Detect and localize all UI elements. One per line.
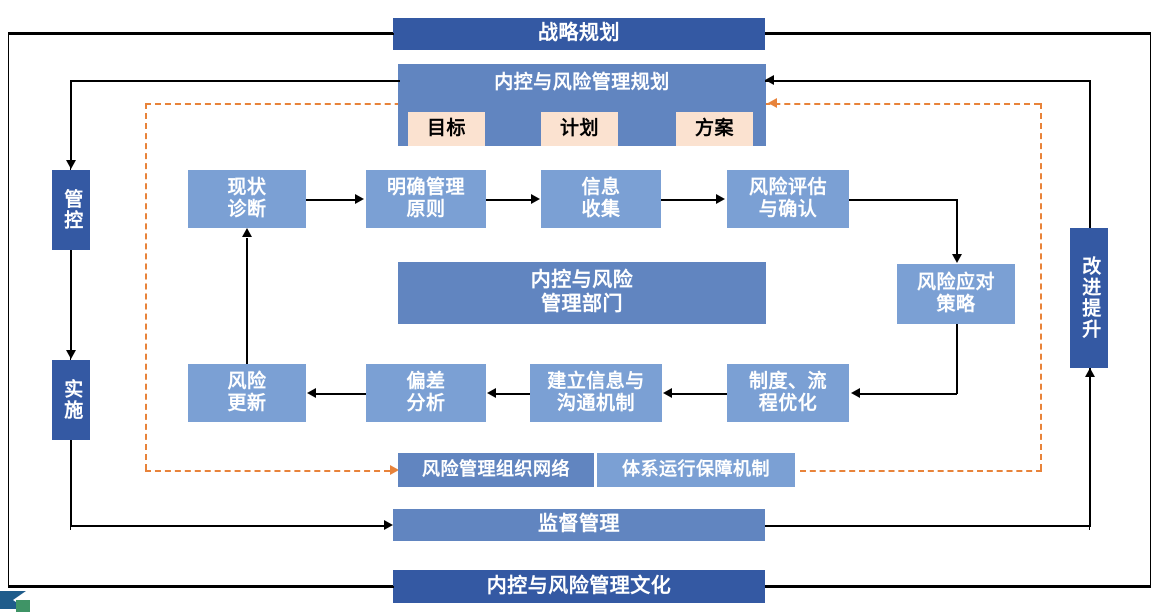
- arrow-into-process-opt: [851, 387, 860, 398]
- side-label-control[interactable]: 管控: [52, 170, 90, 250]
- line-supervision-out: [765, 525, 1091, 527]
- company-logo-icon: [0, 591, 30, 612]
- process-deviation-analysis[interactable]: 偏差 分析: [366, 364, 486, 422]
- banner-planning[interactable]: 内控与风险管理规划: [398, 64, 766, 106]
- arrow-info-to-assessment: [716, 193, 725, 204]
- banner-strategy[interactable]: 战略规划: [393, 18, 765, 50]
- line-improve-up: [1089, 80, 1091, 228]
- arrow-deviation-to-update: [307, 387, 316, 398]
- banner-supervision[interactable]: 监督管理: [393, 509, 765, 541]
- line-update-to-diagnosis: [246, 238, 248, 364]
- line-deviation-to-update: [316, 393, 366, 395]
- line-assessment-right: [849, 199, 957, 201]
- process-management-principles[interactable]: 明确管理 原则: [366, 170, 486, 228]
- arrow-into-diagnosis: [241, 228, 252, 237]
- arrow-into-risk-response: [951, 254, 962, 263]
- line-diag-to-principles: [306, 199, 356, 201]
- line-strategy-left: [8, 33, 394, 35]
- banner-culture[interactable]: 内控与风险管理文化: [393, 570, 765, 603]
- dashed-boundary-right: [1040, 103, 1042, 470]
- arrow-comm-to-deviation: [487, 387, 496, 398]
- dashed-arrow-to-support: [390, 465, 399, 475]
- dashed-arrow-to-planning: [768, 98, 777, 108]
- line-principles-to-info: [486, 199, 532, 201]
- line-impl-to-supervision: [70, 440, 72, 526]
- department-box[interactable]: 内控与风险 管理部门: [398, 262, 766, 324]
- side-label-implementation[interactable]: 实施: [52, 360, 90, 440]
- arrow-into-control: [65, 160, 76, 169]
- line-info-to-assessment: [661, 199, 717, 201]
- line-response-to-process-opt: [860, 393, 957, 395]
- line-control-to-impl: [70, 250, 72, 354]
- dashed-boundary-bottom-left: [145, 470, 390, 472]
- dashed-boundary-bottom-right: [800, 470, 1042, 472]
- planning-tag-0[interactable]: 目标: [408, 112, 485, 146]
- line-response-down: [956, 324, 958, 394]
- line-left-down-to-control: [70, 80, 72, 162]
- planning-tag-2[interactable]: 方案: [676, 112, 753, 146]
- process-current-diagnosis[interactable]: 现状 诊断: [188, 170, 306, 228]
- process-system-optimization[interactable]: 制度、流 程优化: [727, 364, 849, 422]
- arrow-into-impl: [65, 350, 76, 359]
- line-supervision-in: [70, 525, 388, 527]
- line-strategy-right: [765, 33, 1151, 35]
- line-improve-top: [765, 80, 1091, 82]
- process-communication-mechanism[interactable]: 建立信息与 沟通机制: [530, 364, 662, 422]
- process-risk-assessment[interactable]: 风险评估 与确认: [727, 170, 849, 228]
- line-left-top: [70, 80, 400, 82]
- support-risk-network[interactable]: 风险管理组织网络: [398, 453, 594, 487]
- arrow-into-supervision: [384, 519, 393, 530]
- line-culture-right: [765, 586, 1151, 588]
- arrow-opt-to-comm: [663, 387, 672, 398]
- arrow-into-planning: [765, 74, 774, 85]
- line-improve-down: [1089, 368, 1091, 526]
- arrow-principles-to-info: [531, 193, 540, 204]
- support-operation-guarantee[interactable]: 体系运行保障机制: [597, 453, 795, 487]
- dashed-boundary-left: [145, 103, 147, 470]
- line-assessment-down: [956, 199, 958, 257]
- process-risk-update[interactable]: 风险 更新: [188, 364, 306, 422]
- process-risk-response-strategy[interactable]: 风险应对 策略: [897, 264, 1015, 324]
- arrow-diag-to-principles: [355, 193, 364, 204]
- process-information-collection[interactable]: 信息 收集: [541, 170, 661, 228]
- side-label-improvement[interactable]: 改进提升: [1070, 228, 1108, 368]
- line-comm-to-deviation: [496, 393, 530, 395]
- arrow-into-improvement: [1084, 368, 1095, 377]
- line-culture-left: [8, 586, 394, 588]
- line-opt-to-comm: [672, 393, 727, 395]
- planning-tag-1[interactable]: 计划: [541, 112, 618, 146]
